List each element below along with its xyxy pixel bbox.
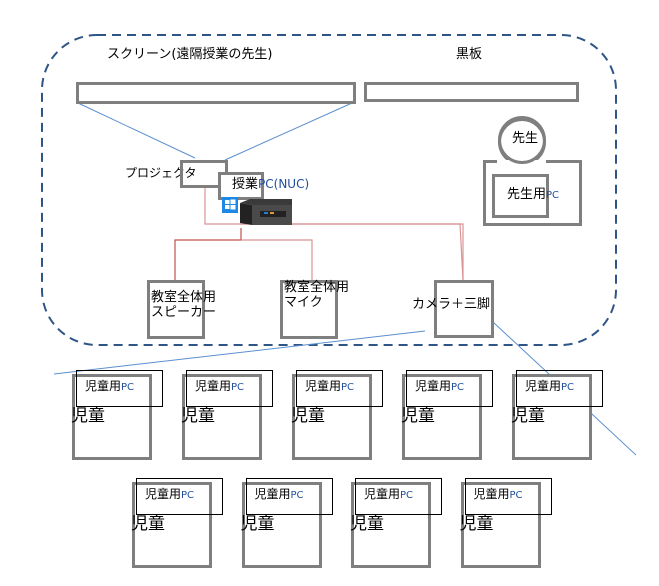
windows-logo-icon bbox=[222, 197, 238, 213]
student-pc-label-main: 児童用 bbox=[305, 379, 342, 393]
classroom-boundary bbox=[41, 34, 617, 346]
student-desk: 児童用PC 児童 bbox=[131, 478, 223, 572]
student-pc-box bbox=[516, 370, 603, 407]
student-pc-label-main: 児童用 bbox=[415, 379, 452, 393]
student-box bbox=[72, 374, 152, 460]
student-label: 児童 bbox=[350, 514, 384, 534]
student-pc-label-main: 児童用 bbox=[85, 379, 122, 393]
screen-label: スクリーン(遠隔授業の先生) bbox=[107, 47, 273, 62]
student-pc-box bbox=[406, 370, 493, 407]
student-desk: 児童用PC 児童 bbox=[240, 478, 333, 572]
student-desk: 児童用PC 児童 bbox=[181, 370, 273, 464]
student-box bbox=[460, 482, 541, 568]
student-pc-label-main: 児童用 bbox=[254, 487, 291, 501]
student-desk: 児童用PC 児童 bbox=[511, 370, 603, 464]
student-pc-box bbox=[245, 478, 333, 515]
wire-mic bbox=[241, 239, 313, 282]
student-box bbox=[241, 482, 322, 568]
speaker-label: 教室全体用 スピーカー bbox=[151, 290, 216, 320]
camera-view-line-left bbox=[53, 330, 426, 375]
student-box bbox=[351, 482, 431, 568]
teacher-pc-label: 先生用PC bbox=[507, 188, 559, 203]
student-desk: 児童用PC 児童 bbox=[350, 478, 442, 572]
student-desk: 児童用PC 児童 bbox=[459, 478, 552, 572]
student-pc-label-main: 児童用 bbox=[195, 379, 232, 393]
student-label: 児童 bbox=[401, 406, 435, 426]
student-pc-label: 児童用PC bbox=[525, 377, 574, 394]
student-desk: 児童用PC 児童 bbox=[291, 370, 383, 464]
teacher-pc bbox=[492, 174, 549, 218]
lesson-pc-label-suffix: PC(NUC) bbox=[258, 177, 310, 191]
projector-label: プロジェクタ bbox=[125, 166, 197, 180]
mic-label-line2: マイク bbox=[284, 295, 323, 310]
student-pc-label-suffix: PC bbox=[341, 382, 355, 393]
student-pc-box bbox=[136, 478, 223, 515]
student-desk: 児童用PC 児童 bbox=[401, 370, 493, 464]
student-pc-label-suffix: PC bbox=[509, 490, 523, 501]
student-box bbox=[132, 482, 212, 568]
mic-label-line1: 教室全体用 bbox=[284, 280, 350, 295]
student-pc-label: 児童用PC bbox=[195, 377, 244, 394]
classroom-mic bbox=[280, 280, 338, 339]
student-pc-label-suffix: PC bbox=[400, 490, 414, 501]
student-box bbox=[182, 374, 262, 460]
teacher-pc-label-suffix: PC bbox=[546, 190, 560, 201]
student-pc-label-suffix: PC bbox=[181, 490, 195, 501]
student-pc-label-main: 児童用 bbox=[145, 487, 182, 501]
projection-line-right bbox=[224, 102, 353, 161]
student-pc-label-suffix: PC bbox=[290, 490, 304, 501]
student-box bbox=[512, 374, 592, 460]
student-box bbox=[402, 374, 482, 460]
screen bbox=[76, 82, 356, 104]
student-pc-box bbox=[186, 370, 273, 407]
student-pc-label: 児童用PC bbox=[145, 485, 194, 502]
nuc-pc-icon bbox=[238, 199, 294, 229]
teacher-pc-label-main: 先生用 bbox=[507, 187, 547, 202]
student-pc-label-suffix: PC bbox=[231, 382, 245, 393]
speaker-label-line1: 教室全体用 bbox=[151, 290, 217, 305]
student-label: 児童 bbox=[71, 406, 105, 426]
student-pc-label: 児童用PC bbox=[255, 485, 304, 502]
student-label: 児童 bbox=[240, 514, 275, 534]
student-pc-label-main: 児童用 bbox=[364, 487, 401, 501]
speaker-label-line2: スピーカー bbox=[151, 305, 217, 320]
student-pc-label: 児童用PC bbox=[305, 377, 354, 394]
blackboard bbox=[364, 82, 579, 102]
student-desk: 児童用PC 児童 bbox=[71, 370, 163, 464]
student-label: 児童 bbox=[131, 514, 165, 534]
student-pc-label: 児童用PC bbox=[415, 377, 464, 394]
student-pc-box bbox=[464, 478, 552, 515]
student-pc-label: 児童用PC bbox=[364, 485, 413, 502]
wire-speaker-mic bbox=[174, 228, 242, 282]
camera-tripod bbox=[434, 280, 494, 338]
lesson-pc-label-main: 授業 bbox=[232, 177, 259, 192]
student-pc-label-suffix: PC bbox=[451, 382, 465, 393]
lesson-pc-label: 授業PC(NUC) bbox=[232, 177, 309, 192]
student-pc-label-main: 児童用 bbox=[525, 379, 562, 393]
student-pc-label-suffix: PC bbox=[121, 382, 135, 393]
student-label: 児童 bbox=[459, 514, 494, 534]
student-pc-box bbox=[76, 370, 163, 407]
teacher-circle-outline bbox=[498, 116, 546, 164]
student-label: 児童 bbox=[291, 406, 325, 426]
mic-label: 教室全体用 マイク bbox=[284, 280, 349, 310]
student-pc-label-suffix: PC bbox=[561, 382, 575, 393]
student-pc-label: 児童用PC bbox=[474, 485, 523, 502]
student-pc-box bbox=[355, 478, 442, 515]
student-box bbox=[292, 374, 372, 460]
projection-line-left bbox=[77, 102, 196, 159]
blackboard-label: 黒板 bbox=[456, 47, 483, 62]
camera-label: カメラ＋三脚 bbox=[412, 297, 491, 312]
student-pc-label: 児童用PC bbox=[85, 377, 134, 394]
classroom-speaker bbox=[147, 280, 205, 339]
wire-camera bbox=[240, 223, 464, 280]
student-label: 児童 bbox=[511, 406, 545, 426]
student-label: 児童 bbox=[181, 406, 215, 426]
lesson-pc-label-box bbox=[218, 172, 264, 200]
student-pc-box bbox=[296, 370, 383, 407]
student-pc-label-main: 児童用 bbox=[473, 487, 510, 501]
